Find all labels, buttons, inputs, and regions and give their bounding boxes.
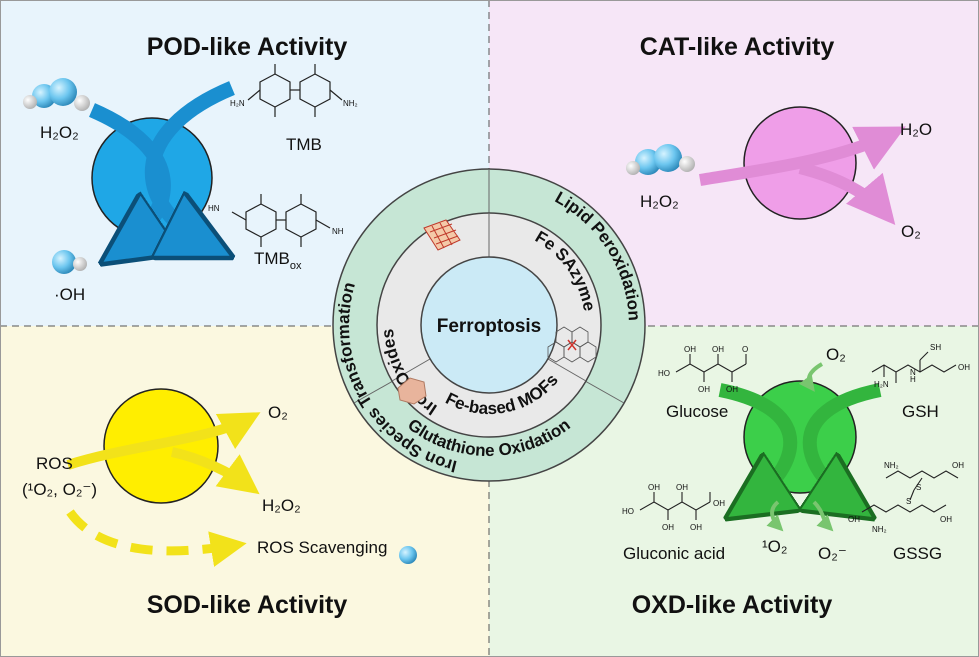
oxd-gssg-label: GSSG: [893, 544, 942, 563]
pod-title: POD-like Activity: [147, 33, 348, 61]
gssg-structure-icon: [861, 470, 959, 513]
pod-oh-label: ·OH: [54, 285, 85, 304]
oxd-title: OXD-like Activity: [632, 591, 833, 619]
gssg-nh2-top: NH₂: [884, 461, 899, 470]
cat-arrow-main: [699, 126, 906, 186]
glucose-oh-4: OH: [726, 385, 738, 394]
cat-h2o2-label: H₂O₂: [640, 192, 679, 211]
sod-arrow-main: [66, 412, 261, 470]
glucose-oh-3: OH: [712, 345, 724, 354]
sod-scavenger-ball-icon: [399, 546, 417, 564]
tmbox-label: TMBox: [254, 249, 302, 272]
cat-title: CAT-like Activity: [640, 33, 835, 61]
pod-arrow-left: [89, 103, 163, 252]
gssg-s-2: S: [906, 497, 911, 506]
oxd-o2-label: O₂: [826, 345, 846, 364]
tmbox-nh-right: NH: [332, 227, 344, 236]
sod-ros-label: ROS: [36, 454, 73, 473]
cat-o2-label: O₂: [901, 222, 921, 241]
gluconic-oh-1: OH: [648, 483, 660, 492]
oxd-gluconic-label: Gluconic acid: [623, 544, 725, 563]
sod-h2o2-label: H₂O₂: [262, 496, 301, 515]
graphene-lattice-icon: [547, 326, 597, 363]
glucose-ho: HO: [658, 369, 670, 378]
tmbox-label-main: TMB: [254, 249, 290, 268]
glucose-oh-2: OH: [698, 385, 710, 394]
tmb-structure-icon: [247, 64, 343, 117]
oxd-o2-arrow: [798, 362, 824, 392]
tmbox-structure-icon: [231, 194, 331, 247]
oxd-arrow-right: [810, 383, 882, 508]
gssg-s-1: S: [916, 483, 921, 492]
oxd-glucose-label: Glucose: [666, 402, 728, 421]
gsh-n: N: [910, 368, 916, 377]
sod-o2-label: O₂: [268, 403, 288, 422]
sod-scavenging-label: ROS Scavenging: [257, 538, 387, 557]
gluconic-ho: HO: [622, 507, 634, 516]
sod-ros-detail: (¹O₂, O₂⁻): [22, 480, 97, 499]
core-label: Ferroptosis: [437, 316, 542, 337]
outer-ring-dividers: [353, 169, 625, 404]
cat-h2o2-molecule-icon: [626, 144, 695, 175]
oxd-superoxide-label: O₂⁻: [818, 544, 847, 563]
gssg-oh-top: OH: [952, 461, 964, 470]
sod-title: SOD-like Activity: [147, 591, 348, 619]
tmb-nh2-left: H₂N: [230, 99, 245, 108]
oxd-gsh-label: GSH: [902, 402, 939, 421]
pod-h2o2-label: H₂O₂: [40, 123, 79, 142]
sod-arrow-branch: [170, 447, 260, 495]
cat-arrow-branch: [798, 162, 896, 226]
gluconic-oh-4: OH: [690, 523, 702, 532]
tmbox-label-sub: ox: [290, 260, 302, 272]
oxd-superoxide-arrow: [812, 500, 834, 532]
gluconic-oh-5: OH: [713, 499, 725, 508]
gsh-structure-icon: [871, 351, 957, 383]
gluconic-oh-3: OH: [676, 483, 688, 492]
middle-ring-dividers: [391, 213, 587, 382]
tmbox-hn-left: HN: [208, 204, 220, 213]
pod-oh-radical-icon: [52, 250, 87, 274]
gsh-sh: SH: [930, 343, 941, 352]
pod-h2o2-molecule-icon: [23, 78, 90, 111]
oxd-arrow-left: [718, 383, 790, 508]
iron-oxide-crystal-icon: [423, 219, 461, 251]
glucose-o: O: [742, 345, 748, 354]
oxd-singlet-o2-label: ¹O₂: [762, 537, 787, 556]
glucose-structure-icon: [675, 354, 747, 382]
tmb-nh2-right: NH₂: [343, 99, 358, 108]
ferroptosis-core: [420, 256, 558, 394]
tmb-label: TMB: [286, 135, 322, 154]
gssg-oh-left: OH: [848, 515, 860, 524]
oxd-singlet-arrow: [766, 500, 784, 532]
glucose-oh-1: OH: [684, 345, 696, 354]
gluconic-structure-icon: [639, 492, 711, 520]
pod-arrow-right: [144, 81, 232, 248]
cat-h2o-label: H₂O: [900, 120, 932, 139]
gssg-nh2-bottom: NH₂: [872, 525, 887, 534]
gluconic-oh-2: OH: [662, 523, 674, 532]
gssg-oh-bottom: OH: [940, 515, 952, 524]
gsh-h2n: H₂N: [874, 380, 889, 389]
sod-scavenging-arrow: [66, 509, 247, 567]
mof-crystal-icon: [397, 377, 427, 405]
gsh-h: H: [910, 375, 916, 384]
gsh-oh: OH: [958, 363, 970, 372]
